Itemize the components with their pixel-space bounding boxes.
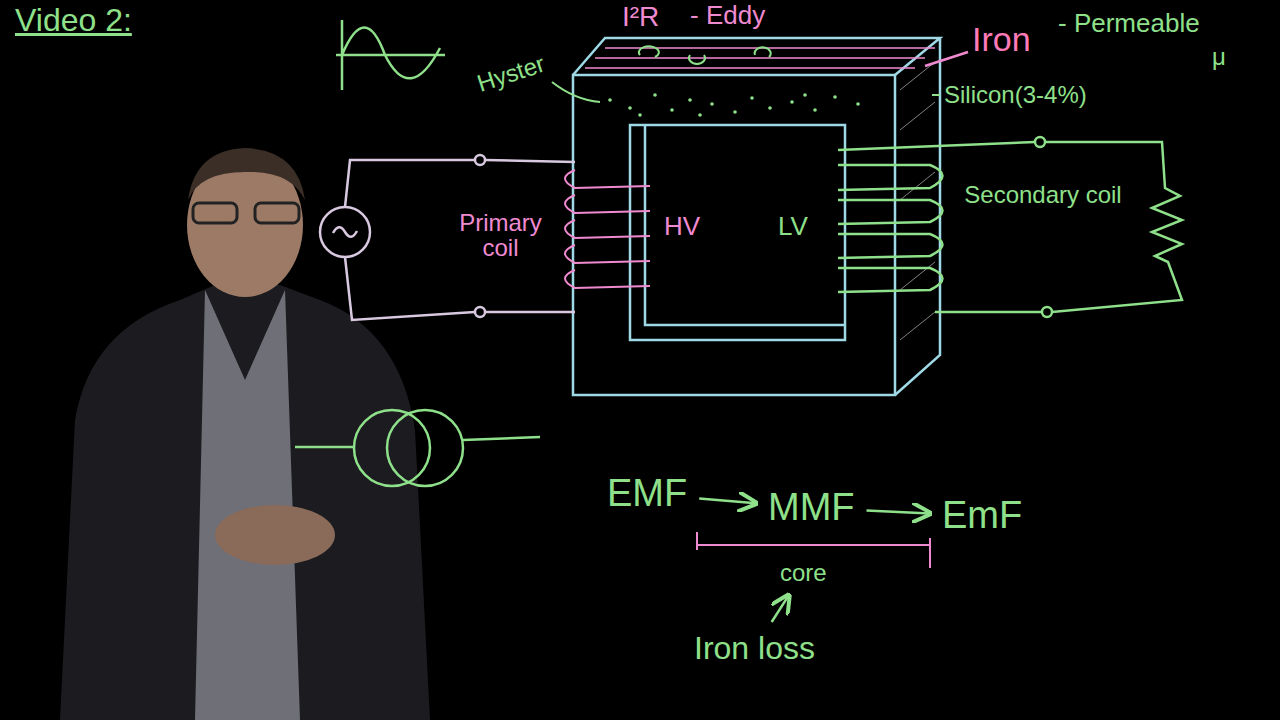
primary-coil (565, 170, 650, 288)
label: Secondary coil (958, 182, 1128, 207)
text-node: EmF (938, 494, 1026, 538)
label: HV (664, 213, 700, 240)
node-text: EMF (607, 474, 687, 514)
title: Video 2: (15, 4, 132, 38)
presenter (60, 148, 430, 720)
text-node: MMF (764, 486, 859, 530)
sine-wave (336, 20, 445, 90)
label: Hyster (474, 51, 548, 96)
hysteresis-dots (608, 93, 860, 117)
eddy-swirls (639, 46, 771, 64)
label: - Permeable (1058, 10, 1200, 37)
label: μ (1212, 44, 1226, 69)
transformer-core (573, 38, 940, 395)
connector-arrow (867, 511, 930, 514)
label: - Eddy (690, 2, 765, 29)
label: Primary coil (448, 210, 553, 260)
primary-circuit (320, 155, 575, 320)
node-text: EmF (942, 496, 1022, 536)
connector-arrow (699, 498, 756, 503)
connector-arrow (772, 595, 789, 622)
leader-line (932, 94, 940, 96)
node-text: core (780, 560, 827, 585)
core-lamination (585, 48, 935, 68)
label: LV (778, 213, 808, 240)
label: Silicon(3-4%) (944, 82, 1087, 107)
text-node: core (776, 558, 831, 587)
secondary-circuit (838, 137, 1182, 317)
label: Iron (972, 22, 1031, 58)
transformer-symbol (295, 410, 540, 486)
text-node: Iron loss (690, 630, 819, 668)
leader-line (925, 52, 968, 66)
node-text: MMF (768, 488, 855, 528)
label: I²R (622, 2, 659, 31)
leader-line (552, 82, 600, 102)
text-node: EMF (603, 472, 691, 516)
node-text: Iron loss (694, 632, 815, 666)
